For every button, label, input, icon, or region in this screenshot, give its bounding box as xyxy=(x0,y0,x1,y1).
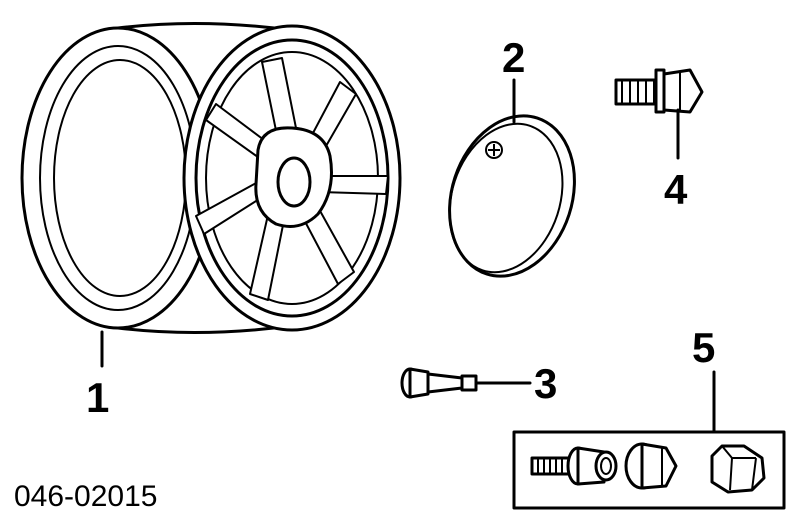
callout-5: 5 xyxy=(692,324,715,371)
part-number: 046-02015 xyxy=(14,480,157,513)
callout-4: 4 xyxy=(664,166,688,213)
lock-bolt-icon xyxy=(530,446,618,486)
callout-1: 1 xyxy=(86,374,109,421)
valve-stem-icon: 3 xyxy=(400,360,557,407)
wheel-bolt-icon: 4 xyxy=(614,68,704,213)
lock-key-icon xyxy=(710,444,766,494)
lock-nut-icon xyxy=(624,442,678,490)
callout-3: 3 xyxy=(534,360,557,407)
wheel-icon: 1 xyxy=(20,21,402,421)
center-cap-icon: 2 xyxy=(448,34,576,278)
callout-2: 2 xyxy=(502,34,525,81)
lock-bolt-set: 5 xyxy=(512,324,786,510)
